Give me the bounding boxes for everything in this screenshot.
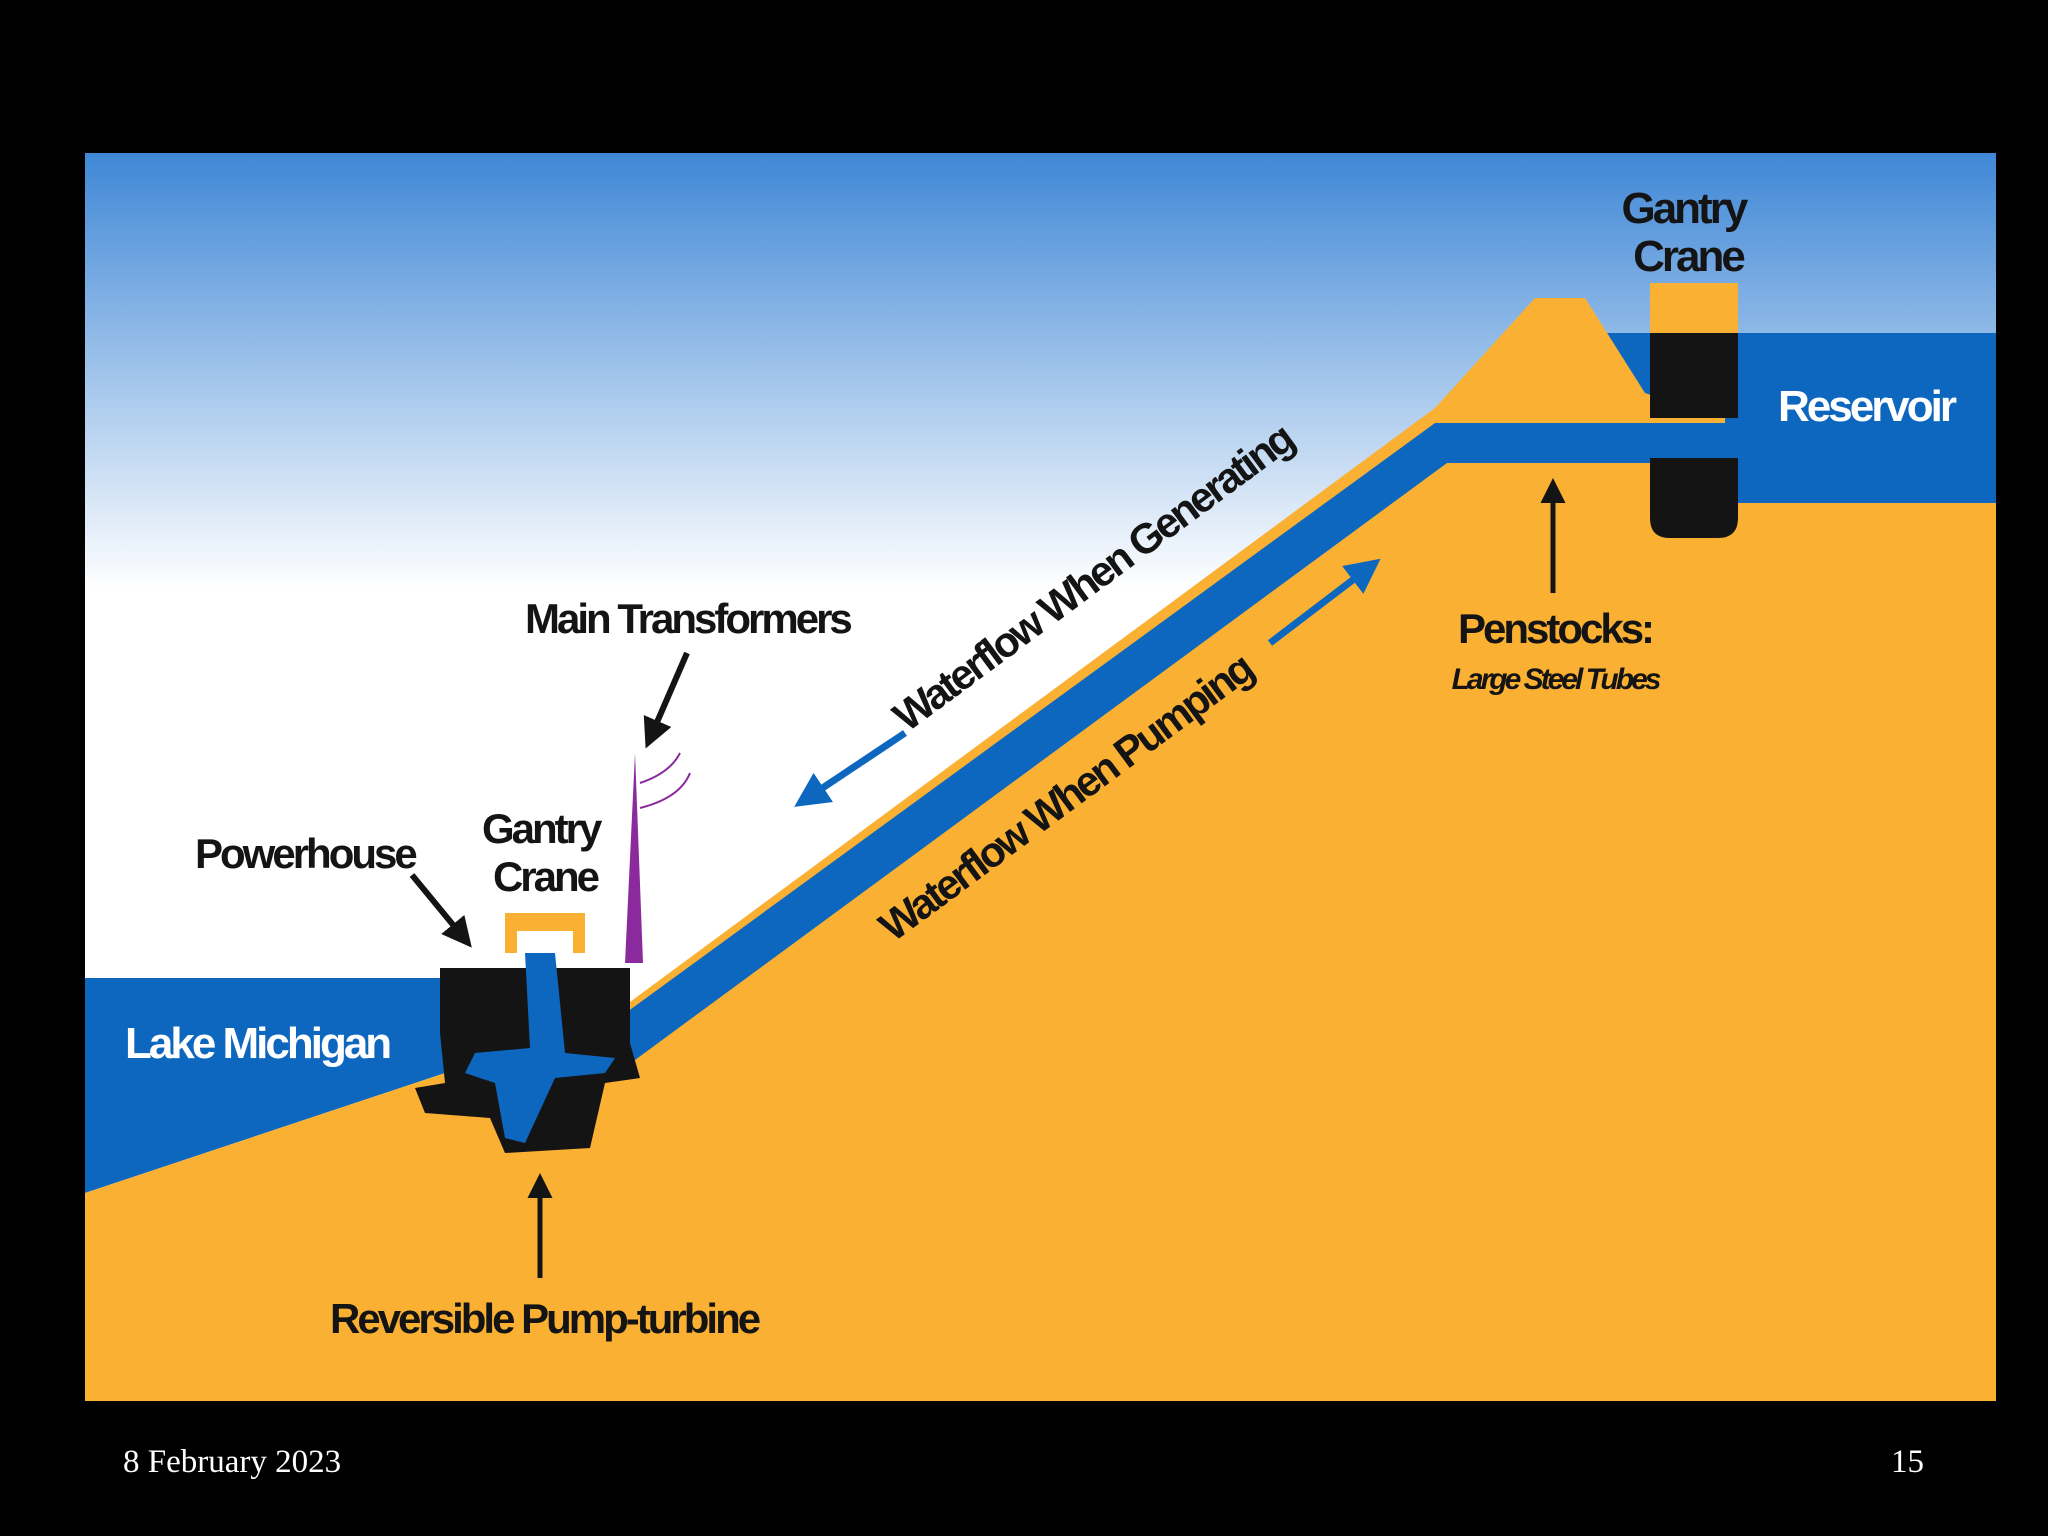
slide-page-number: 15 — [1891, 1444, 1924, 1480]
transformers-arrow — [643, 651, 690, 749]
powerhouse-label: Powerhouse — [195, 830, 416, 877]
upper-gantry-crane-label: Gantry Crane — [1621, 184, 1754, 281]
pumped-storage-diagram: Gantry Crane Reservoir Waterflow When Ge… — [85, 153, 1996, 1401]
lower-gantry-crane — [505, 913, 585, 953]
pump-turbine-label: Reversible Pump-turbine — [330, 1295, 760, 1342]
pumping-flow-arrow — [1267, 558, 1381, 646]
powerhouse-arrow — [409, 873, 472, 948]
upper-gantry-crane — [1650, 283, 1738, 333]
powerhouse-channel — [465, 953, 615, 1143]
upper-intake-structure — [1650, 333, 1738, 538]
penstocks-sublabel: Large Steel Tubes — [1452, 663, 1661, 696]
main-transformers-label: Main Transformers — [525, 595, 851, 642]
penstocks-label: Penstocks: — [1458, 605, 1652, 652]
generating-flow-arrow — [794, 730, 907, 807]
lower-gantry-crane-label-line1: Gantry — [482, 805, 603, 852]
reservoir-label: Reservoir — [1778, 382, 1957, 431]
lower-gantry-crane-label: Gantry Crane — [482, 805, 608, 900]
upper-gantry-crane-label-line2: Crane — [1633, 232, 1744, 281]
slide-date: 8 February 2023 — [123, 1444, 342, 1480]
main-transformer-tower — [625, 753, 643, 963]
lake-michigan-label: Lake Michigan — [125, 1019, 390, 1068]
lower-gantry-crane-label-line2: Crane — [493, 853, 599, 900]
lake-water — [85, 978, 505, 1193]
upper-gantry-crane-label-line1: Gantry — [1621, 184, 1748, 233]
transformer-signal-waves — [639, 752, 691, 809]
